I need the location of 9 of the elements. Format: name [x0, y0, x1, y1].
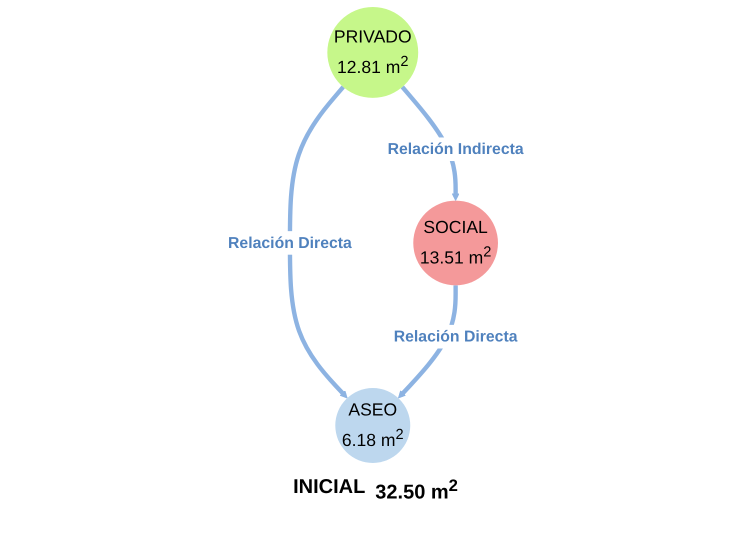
arrow: [287, 86, 348, 398]
edge-label: Relación Directa: [228, 234, 352, 252]
node-circle: SOCIAL 13.51 m$^{2}$: [412, 200, 498, 286]
area-label: 32.50 m$^{2}$: [375, 476, 458, 505]
edge-label: Relación Indirecta: [387, 140, 524, 158]
area-label: INICIAL: [293, 476, 366, 500]
node-circle: ASEO 6.18 m$^{2}$: [334, 388, 410, 463]
node-circle: PRIVADO 12.81 m$^{2}$: [327, 7, 418, 98]
edge-label: Relación Directa: [393, 327, 518, 345]
